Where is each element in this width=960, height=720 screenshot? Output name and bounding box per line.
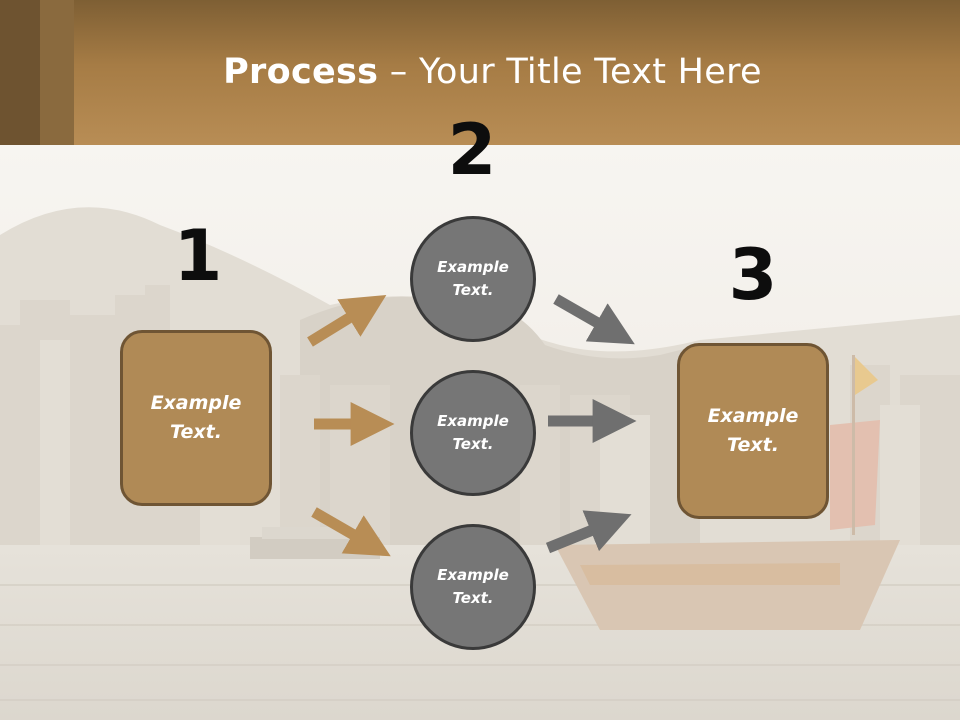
step-number-2: 2	[447, 109, 497, 191]
arrow-to-circle-top	[307, 295, 387, 347]
header-accent-strip	[0, 0, 40, 145]
header-bar	[0, 0, 960, 145]
step-3-label: Example Text.	[707, 405, 799, 456]
header-accent-strip	[40, 0, 74, 145]
arrow-from-circle-bottom	[545, 510, 632, 554]
step-number-3: 3	[728, 234, 778, 316]
arrow-to-circle-bottom	[311, 507, 391, 557]
step-2-circle-middle: Example Text.	[410, 370, 536, 496]
step-1-label: Example Text.	[150, 392, 242, 443]
step-number-1: 1	[173, 215, 223, 297]
step-1-box: Example Text.	[120, 330, 272, 506]
step-2-circle-top: Example Text.	[410, 216, 536, 342]
title-bold: Process	[223, 52, 379, 92]
circle-label: Example Text.	[437, 566, 509, 607]
circle-label: Example Text.	[437, 412, 509, 453]
step-2-circle-bottom: Example Text.	[410, 524, 536, 650]
slide-title: Process – Your Title Text Here	[0, 52, 960, 92]
circle-label: Example Text.	[437, 258, 509, 299]
arrow-from-circle-top	[553, 294, 635, 345]
title-rest: – Your Title Text Here	[378, 52, 762, 92]
step-3-box: Example Text.	[677, 343, 829, 519]
